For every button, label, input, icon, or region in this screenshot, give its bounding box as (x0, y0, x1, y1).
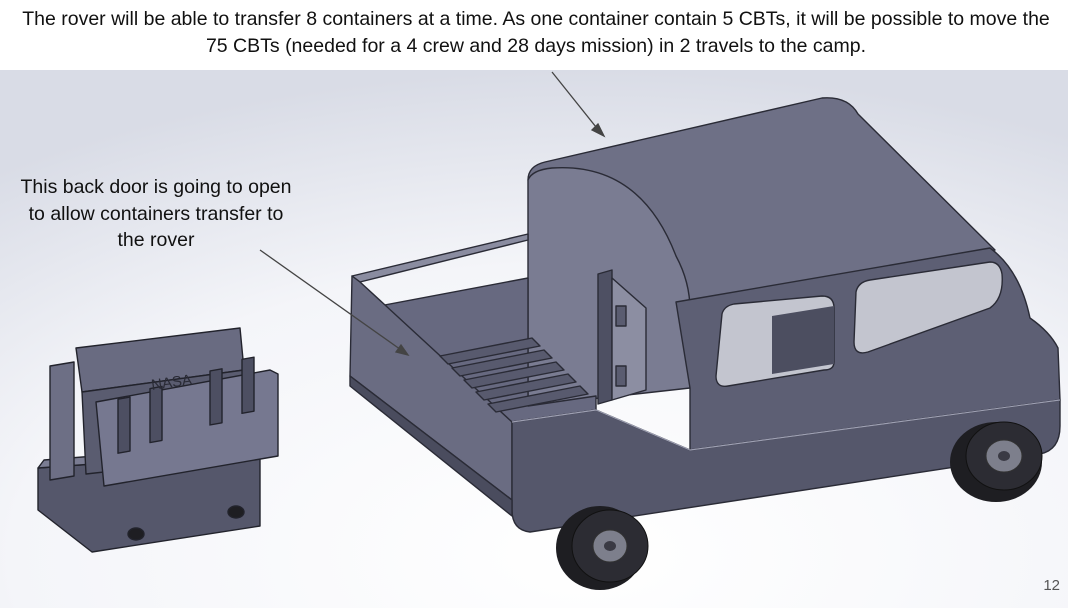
arrow-line-left (259, 249, 405, 353)
bed-floor-ribs (439, 337, 589, 413)
arrow-line-top (551, 71, 601, 133)
cart-caster-1 (127, 527, 145, 541)
cart-side-left (49, 361, 75, 481)
body-edge-highlight (511, 399, 1061, 451)
annotation-arrows (259, 71, 606, 357)
slide-number: 12 (1043, 577, 1060, 594)
arrow-head-left (394, 343, 410, 357)
cabin-hatch-frame (597, 269, 613, 405)
cad-scene: NASA (0, 70, 1068, 608)
hatch-latch-1 (615, 305, 627, 327)
cart-front-frame (95, 369, 279, 487)
rover-wheel-rear (556, 506, 649, 590)
rover-window-front (853, 261, 1003, 354)
container-logo-text: NASA (150, 371, 193, 394)
arrow-head-top (590, 122, 606, 138)
cart-frame-slots (117, 356, 255, 454)
rover-wheel-front (950, 421, 1043, 502)
top-caption: The rover will be able to transfer 8 con… (22, 8, 1050, 57)
window-interior-seat (772, 306, 834, 374)
hatch-latch-2 (615, 365, 627, 387)
rover-model (349, 97, 1061, 533)
rover-rear-skirt (349, 375, 513, 517)
cad-viewport: NASA (0, 70, 1068, 608)
container-cart-model (37, 327, 279, 553)
left-caption: This back door is going to open to allow… (20, 176, 292, 251)
cart-caster-2 (227, 505, 245, 519)
